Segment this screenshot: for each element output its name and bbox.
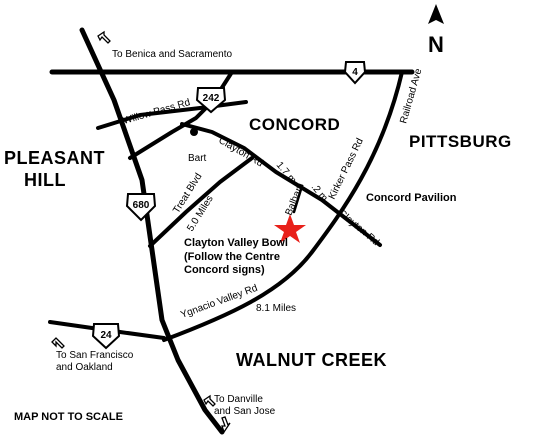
- highway-680-road: [79, 27, 225, 435]
- highway-24-road: [48, 320, 166, 340]
- and-oakland-label: and Oakland: [56, 362, 113, 373]
- pittsburg-city-label: PITTSBURG: [409, 132, 512, 151]
- willow-pass-road: [96, 100, 248, 130]
- walnut-creek-city-label: WALNUT CREEK: [236, 350, 387, 370]
- concord-pavilion-label: Concord Pavilion: [366, 192, 457, 204]
- highway-680-shield: 680: [125, 193, 157, 222]
- pleasant-hill-label-line1: PLEASANT: [4, 148, 105, 168]
- highway-4-number: 4: [352, 67, 358, 78]
- to-san-francisco-label: To San Francisco: [56, 350, 134, 361]
- highway-242-shield: 242: [195, 87, 227, 114]
- clayton-valley-bowl-label: Clayton Valley Bowl: [184, 237, 288, 249]
- follow-signs-label-line2: Concord signs): [184, 264, 265, 276]
- highway-4-shield: 4: [343, 61, 367, 85]
- balham-label: Balham: [284, 182, 307, 218]
- star-icon: [274, 214, 306, 243]
- highway-242-number: 242: [203, 93, 220, 104]
- and-san-jose-label: and San Jose: [214, 406, 276, 417]
- highway-24-shield: 24: [91, 323, 121, 350]
- kirker-pass-road-label: Kirker Pass Rd: [327, 137, 366, 202]
- concord-city-label: CONCORD: [249, 115, 340, 134]
- distance-8-1-label: 8.1 Miles: [256, 303, 296, 314]
- balham-road: [292, 184, 304, 214]
- bart-label: Bart: [188, 153, 207, 164]
- follow-signs-label-line1: (Follow the Centre: [184, 251, 280, 263]
- treat-blvd-road: [148, 156, 254, 248]
- north-arrow-icon: N: [428, 4, 444, 57]
- clayton-road-lower-label: Clayton Rd: [336, 208, 381, 248]
- highway-24-number: 24: [100, 330, 112, 341]
- ygnacio-valley-road: [162, 70, 404, 342]
- clayton-road: [180, 122, 382, 247]
- bart-station-dot: [190, 128, 198, 136]
- outline-arrow-icon: [51, 337, 65, 349]
- pleasant-hill-label-line2: HILL: [24, 170, 66, 190]
- highway-680-number: 680: [133, 200, 150, 211]
- outline-arrow-icon: [97, 30, 111, 44]
- map-not-to-scale-notice: MAP NOT TO SCALE: [14, 411, 123, 423]
- outline-arrow-icon: [203, 394, 216, 407]
- to-danville-label: To Danville: [214, 394, 263, 405]
- outline-arrow-icon: [221, 416, 231, 434]
- compass-north-label: N: [428, 32, 444, 57]
- to-benica-sacramento-label: To Benica and Sacramento: [112, 49, 233, 60]
